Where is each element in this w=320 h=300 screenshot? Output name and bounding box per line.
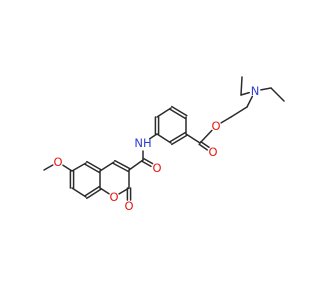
single-bond <box>230 106 248 118</box>
amide-nh-group: NH <box>134 136 151 150</box>
ester-carbonyl-oxygen-atom: O <box>208 145 217 159</box>
single-bond <box>199 129 213 144</box>
single-bond <box>71 187 87 198</box>
single-bond <box>156 133 172 144</box>
double-bond <box>84 163 100 174</box>
single-bond <box>128 159 144 171</box>
double-bond <box>86 188 102 200</box>
double-bond <box>200 140 210 149</box>
double-bond <box>171 134 188 146</box>
single-bond <box>220 116 232 124</box>
nitrogen-atom: N <box>251 84 260 98</box>
single-bond <box>240 91 250 96</box>
single-bond <box>260 87 272 91</box>
double-bond <box>84 185 100 197</box>
methoxy-oxygen-atom: O <box>53 155 62 169</box>
single-bond <box>270 87 285 102</box>
double-bond <box>86 160 102 171</box>
single-bond <box>71 162 87 172</box>
single-bond <box>148 133 158 140</box>
single-bond <box>62 164 73 172</box>
double-bond <box>198 143 208 151</box>
lactone-carbonyl-oxygen-atom: O <box>124 199 133 213</box>
amide-carbonyl-oxygen-atom: O <box>152 161 161 175</box>
single-bond <box>246 95 254 108</box>
ring-oxygen-atom: O <box>109 190 118 204</box>
single-bond <box>185 133 201 144</box>
double-bond <box>169 108 186 120</box>
single-bond <box>99 161 115 172</box>
single-bond <box>240 76 243 96</box>
double-bond <box>112 162 129 173</box>
single-bond <box>156 107 172 118</box>
bond-lines <box>43 76 285 201</box>
double-bond <box>114 159 131 170</box>
double-bond <box>141 160 152 168</box>
double-bond <box>171 105 188 117</box>
ester-oxygen-atom: O <box>211 119 220 133</box>
double-bond <box>169 131 186 143</box>
double-bond <box>143 157 154 165</box>
single-bond <box>43 164 54 171</box>
